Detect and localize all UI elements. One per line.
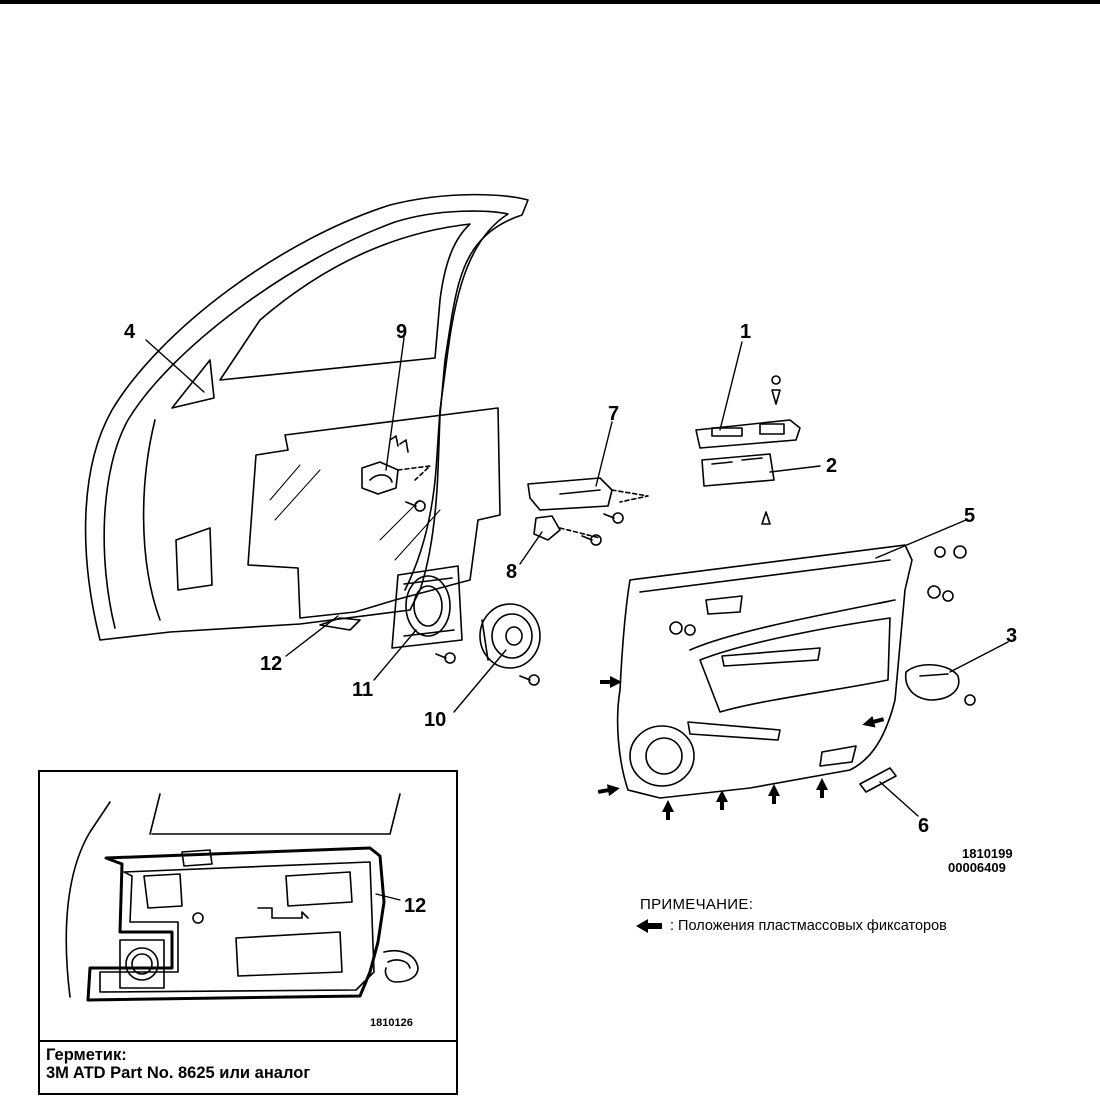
callout-9: 9 <box>396 321 407 343</box>
part-1-switch-panel <box>695 375 801 449</box>
clip-arrow-6 <box>768 784 780 804</box>
figure-code-1: 1810199 <box>962 846 1013 861</box>
figure-code-2: 00006409 <box>948 860 1006 875</box>
part-5-door-trim <box>616 544 967 799</box>
clip-arrow-2 <box>597 784 620 797</box>
inset-figure-code: 1810126 <box>370 1017 413 1029</box>
clip-arrow-5 <box>716 790 728 810</box>
clip-arrow-3 <box>862 715 885 728</box>
callout-7: 7 <box>608 403 619 425</box>
note-legend-text: : Положения пластмассовых фиксаторов <box>670 918 947 934</box>
note-title: ПРИМЕЧАНИЕ: <box>640 896 754 913</box>
waterproof-film <box>247 407 501 631</box>
part-9-handle-bracket <box>361 435 431 512</box>
callout-8: 8 <box>506 561 517 583</box>
clip-arrow-7 <box>816 778 828 798</box>
inset-caption-line2: 3M ATD Part No. 8625 или аналог <box>46 1064 311 1082</box>
callout-1: 1 <box>740 321 751 343</box>
clip-arrow-1 <box>600 676 622 688</box>
door-shell <box>84 193 529 641</box>
callout-2: 2 <box>826 455 837 477</box>
part-8-clip <box>533 515 602 546</box>
top-rule <box>0 0 1100 4</box>
part-7-bracket <box>527 477 649 524</box>
callout-6: 6 <box>918 815 929 837</box>
part-3-inner-handle <box>904 664 976 706</box>
callout-3: 3 <box>1006 625 1017 647</box>
clip-position-arrows <box>597 676 885 820</box>
note-legend: : Положения пластмассовых фиксаторов <box>634 918 947 934</box>
inset-callout-12: 12 <box>404 895 426 917</box>
inset-caption: Герметик: 3M ATD Part No. 8625 или анало… <box>40 1040 456 1093</box>
callout-12: 12 <box>260 653 282 675</box>
arrow-left-icon <box>636 919 662 933</box>
part-11-speaker-bracket <box>391 565 463 664</box>
inset-caption-line1: Герметик: <box>46 1046 127 1064</box>
part-2-window-switch <box>701 453 775 525</box>
leader-lines <box>145 337 1009 817</box>
callout-11: 11 <box>352 679 373 701</box>
callout-5: 5 <box>964 505 975 527</box>
callout-10: 10 <box>424 709 446 731</box>
part-6-cover <box>859 767 897 793</box>
part-10-speaker <box>479 603 541 686</box>
clip-arrow-4 <box>662 800 674 820</box>
inset-drawing: 12 1810126 <box>65 793 426 1029</box>
callout-4: 4 <box>124 321 136 343</box>
